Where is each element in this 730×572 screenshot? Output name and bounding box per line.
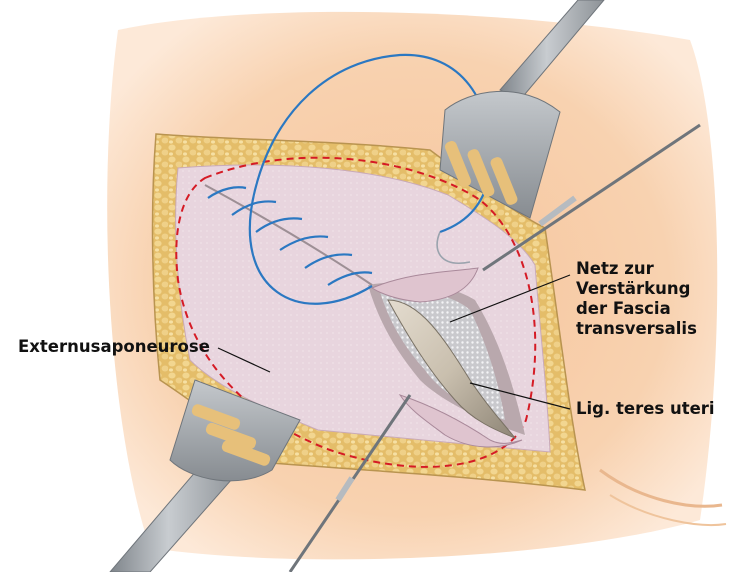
- dashed-outline: [175, 156, 537, 468]
- label-netz: Netz zur Verstärkung der Fascia transver…: [576, 259, 697, 339]
- label-lig-teres-uteri: Lig. teres uteri: [576, 399, 715, 418]
- label-externusaponeurose: Externusaponeurose: [18, 337, 210, 356]
- retractor-bottom-left: [109, 379, 301, 572]
- suture-line: [204, 184, 373, 286]
- retractor-top-right: [439, 0, 605, 219]
- label-netz-line: der Fascia: [576, 299, 671, 318]
- lig-teres-uteri: [387, 299, 517, 440]
- suture-thread: [436, 231, 471, 264]
- label-netz-line: transversalis: [576, 319, 697, 338]
- label-netz-line: Verstärkung: [576, 279, 691, 298]
- forceps-lower: [288, 394, 412, 572]
- label-netz-line: Netz zur: [576, 259, 654, 278]
- tissue-flap: [398, 394, 523, 448]
- tissue-flap: [370, 267, 479, 303]
- suture-stitches: [207, 186, 373, 286]
- forceps-upper: [482, 123, 701, 272]
- skin-fold: [599, 468, 723, 508]
- leader-lines: [217, 274, 571, 410]
- skin-fold: [609, 494, 727, 526]
